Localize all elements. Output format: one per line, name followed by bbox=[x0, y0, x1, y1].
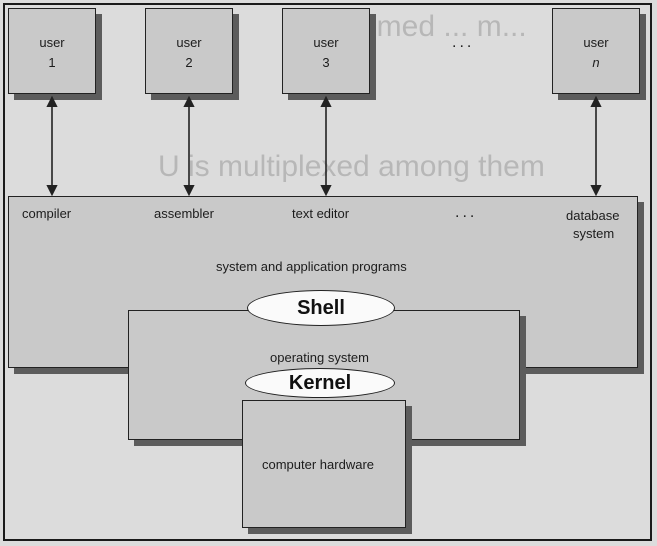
user-n-word: user bbox=[583, 35, 609, 50]
text-editor-label: text editor bbox=[292, 206, 350, 221]
kernel-ellipse: Kernel bbox=[245, 368, 395, 398]
background-text-line-2: U is multiplexed among them bbox=[158, 150, 545, 183]
programs-ellipsis: ... bbox=[455, 204, 478, 221]
user-box-n: user n bbox=[552, 8, 640, 94]
user-3-number: 3 bbox=[322, 55, 330, 70]
operating-system-caption: operating system bbox=[270, 350, 369, 365]
database-label-line-1: database bbox=[566, 208, 620, 223]
shell-ellipse: Shell bbox=[247, 290, 395, 326]
user-2-word: user bbox=[176, 35, 202, 50]
kernel-label: Kernel bbox=[288, 371, 352, 394]
database-label-line-2: system bbox=[573, 226, 615, 241]
assembler-label: assembler bbox=[154, 206, 214, 221]
users-ellipsis: ... bbox=[452, 34, 475, 51]
user-box-3: user 3 bbox=[282, 8, 370, 94]
user-box-1: user 1 bbox=[8, 8, 96, 94]
user-1-number: 1 bbox=[48, 55, 56, 70]
programs-caption: system and application programs bbox=[216, 259, 407, 274]
shell-label: Shell bbox=[297, 296, 345, 319]
user-2-number: 2 bbox=[185, 55, 193, 70]
user-3-word: user bbox=[313, 35, 339, 50]
user-box-2: user 2 bbox=[145, 8, 233, 94]
hardware-caption: computer hardware bbox=[262, 457, 374, 472]
user-1-word: user bbox=[39, 35, 65, 50]
user-n-number: n bbox=[592, 55, 600, 70]
compiler-label: compiler bbox=[22, 206, 72, 221]
hardware-box bbox=[242, 400, 406, 528]
diagram-frame bbox=[3, 3, 652, 541]
